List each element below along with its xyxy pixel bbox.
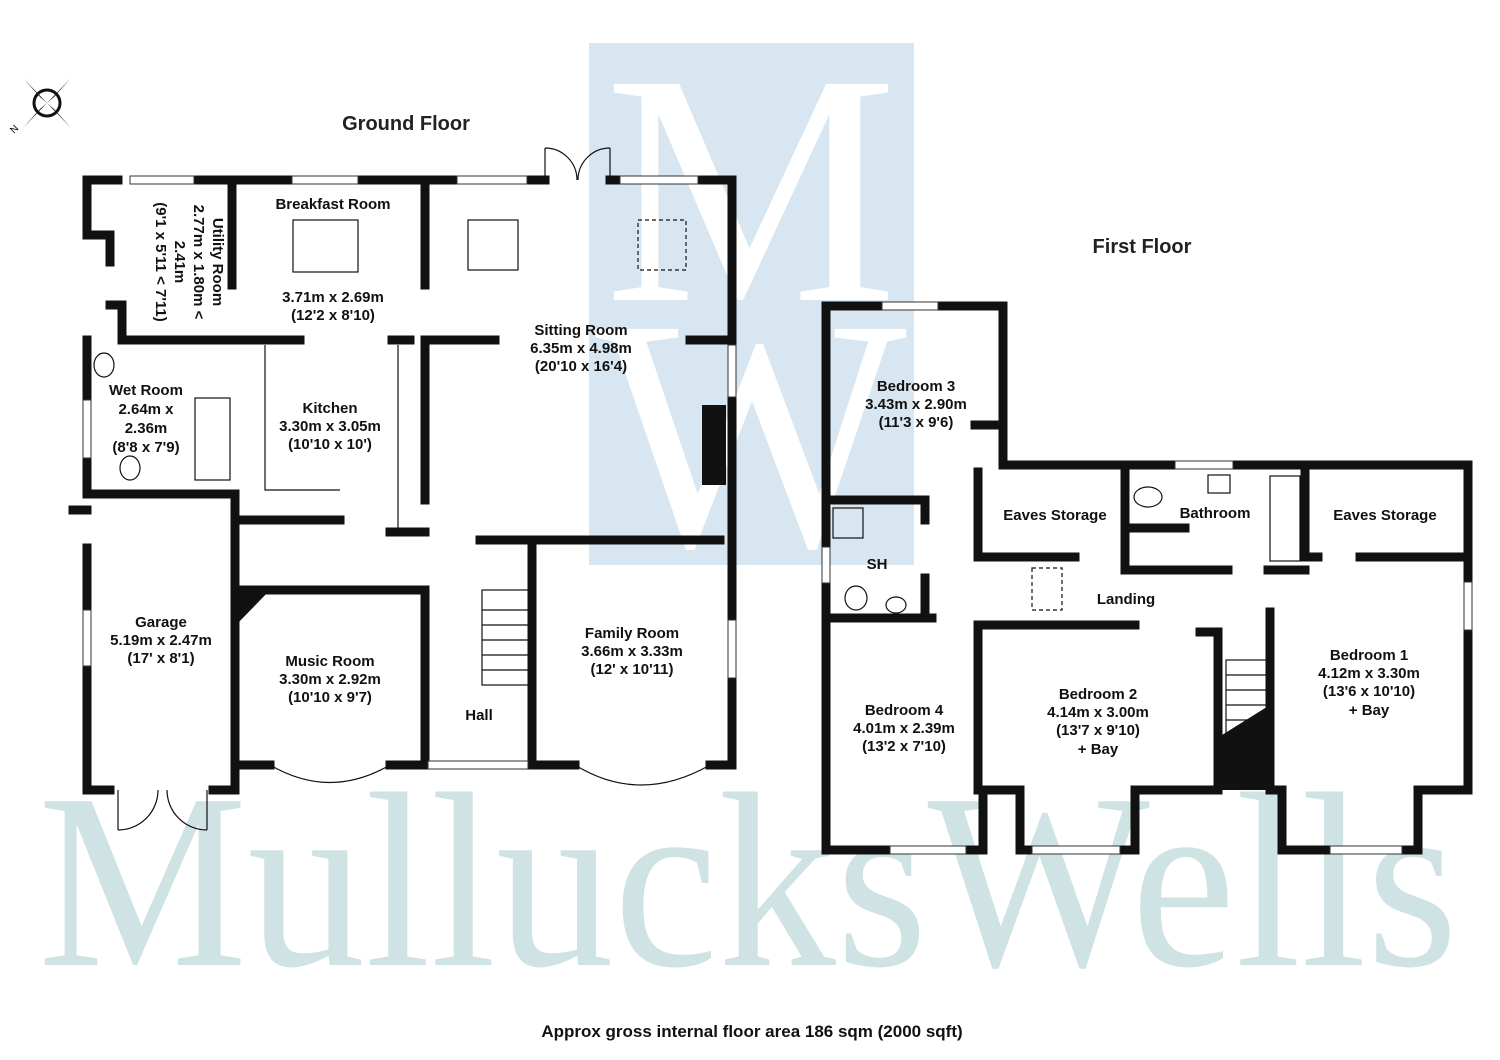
room-name: Kitchen (302, 400, 357, 417)
room-name: Bedroom 4 (865, 702, 944, 719)
room-bedroom2: Bedroom 2 4.14m x 3.00m (13'7 x 9'10) + … (1047, 686, 1149, 758)
room-dimensions: 2.77m x 1.80m < (190, 205, 207, 320)
room-bedroom3: Bedroom 3 3.43m x 2.90m (11'3 x 9'6) (865, 378, 967, 431)
room-name: Family Room (585, 625, 679, 642)
window (821, 546, 831, 584)
first-floor-title: First Floor (1093, 236, 1192, 258)
window (82, 609, 92, 667)
room-name: Bedroom 3 (877, 378, 955, 395)
room-dimensions-imperial: (17' x 8'1) (127, 650, 194, 667)
room-eaves-storage-left: Eaves Storage (1003, 507, 1106, 524)
window (881, 301, 939, 311)
window (1031, 845, 1121, 855)
window (727, 344, 737, 398)
room-dimensions-imperial: (13'6 x 10'10) (1323, 683, 1415, 700)
room-dimensions-imperial: (12'2 x 8'10) (291, 307, 375, 324)
room-bathroom: Bathroom (1180, 505, 1251, 522)
window (1329, 845, 1403, 855)
room-name: Utility Room (209, 218, 226, 306)
room-dimensions-imperial: (20'10 x 16'4) (535, 358, 627, 375)
room-dimensions: 3.66m x 3.33m (581, 643, 683, 660)
window (456, 175, 528, 185)
room-family: Family Room 3.66m x 3.33m (12' x 10'11) (581, 625, 683, 678)
window (82, 399, 92, 459)
room-dimensions: 3.30m x 2.92m (279, 671, 381, 688)
room-dimensions: 4.14m x 3.00m (1047, 704, 1149, 721)
room-wet: Wet Room 2.64m x 2.36m (8'8 x 7'9) (109, 382, 183, 456)
room-sh: SH (867, 556, 888, 573)
room-dimensions-imperial: (13'7 x 9'10) (1056, 722, 1140, 739)
window (1174, 460, 1234, 470)
room-dimensions-imperial: (9'1 x 5'11 < 7'11) (152, 202, 169, 322)
ground-floor-title: Ground Floor (342, 113, 470, 135)
window (619, 175, 699, 185)
floor-area-footer: Approx gross internal floor area 186 sqm… (541, 1022, 962, 1041)
room-hall: Hall (465, 707, 493, 724)
window (1463, 581, 1473, 631)
room-dimensions-imperial: (8'8 x 7'9) (112, 439, 179, 456)
room-bay-note: + Bay (1349, 702, 1390, 719)
room-sitting: Sitting Room 6.35m x 4.98m (20'10 x 16'4… (530, 322, 632, 375)
room-bay-note: + Bay (1078, 741, 1119, 758)
room-dimensions: 6.35m x 4.98m (530, 340, 632, 357)
room-dimensions-imperial: (10'10 x 9'7) (288, 689, 372, 706)
room-dimensions: 2.36m (125, 420, 168, 437)
window (427, 760, 529, 770)
room-name: Garage (135, 614, 187, 631)
room-garage: Garage 5.19m x 2.47m (17' x 8'1) (110, 614, 212, 667)
watermark-monogram-w: W (595, 252, 910, 617)
room-name: Breakfast Room (275, 196, 390, 213)
room-kitchen: Kitchen 3.30m x 3.05m (10'10 x 10') (279, 400, 381, 453)
room-name: Bedroom 2 (1059, 686, 1137, 703)
room-name: Wet Room (109, 382, 183, 399)
room-dimensions: 3.43m x 2.90m (865, 396, 967, 413)
window (727, 619, 737, 679)
ground-floor-walls (68, 175, 737, 795)
room-music: Music Room 3.30m x 2.92m (10'10 x 9'7) (279, 653, 381, 706)
room-bedroom4: Bedroom 4 4.01m x 2.39m (13'2 x 7'10) (853, 702, 955, 755)
room-dimensions: 2.64m x (118, 401, 174, 418)
ground-floor-windows (82, 147, 737, 831)
first-floor-walls (821, 301, 1473, 855)
room-name: Music Room (285, 653, 374, 670)
watermark-monogram: M W (589, 7, 914, 617)
compass-letter: N (8, 123, 21, 136)
window (889, 845, 967, 855)
room-dimensions-imperial: (12' x 10'11) (590, 661, 673, 678)
window (291, 175, 359, 185)
room-name: Bedroom 1 (1330, 647, 1408, 664)
room-name: Sitting Room (534, 322, 627, 339)
room-eaves-storage-right: Eaves Storage (1333, 507, 1436, 524)
compass-icon: N (8, 78, 71, 136)
room-dimensions-imperial: (11'3 x 9'6) (879, 414, 954, 431)
watermark-monogram-m: M (604, 7, 897, 372)
room-dimensions: 3.30m x 3.05m (279, 418, 381, 435)
room-dimensions-imperial: (10'10 x 10') (288, 436, 372, 453)
room-dimensions: 5.19m x 2.47m (110, 632, 212, 649)
room-breakfast: Breakfast Room 3.71m x 2.69m (12'2 x 8'1… (275, 196, 390, 324)
room-dimensions: 4.01m x 2.39m (853, 720, 955, 737)
window (129, 175, 195, 185)
room-dimensions: 3.71m x 2.69m (282, 289, 384, 306)
room-utility: Utility Room 2.77m x 1.80m < 2.41m (9'1 … (152, 202, 226, 322)
room-dimensions-imperial: (13'2 x 7'10) (862, 738, 946, 755)
room-dimensions: 4.12m x 3.30m (1318, 665, 1420, 682)
room-dimensions: 2.41m (171, 241, 188, 284)
room-landing: Landing (1097, 591, 1155, 608)
room-bedroom1: Bedroom 1 4.12m x 3.30m (13'6 x 10'10) +… (1318, 647, 1420, 719)
first-floor-windows (821, 301, 1473, 855)
